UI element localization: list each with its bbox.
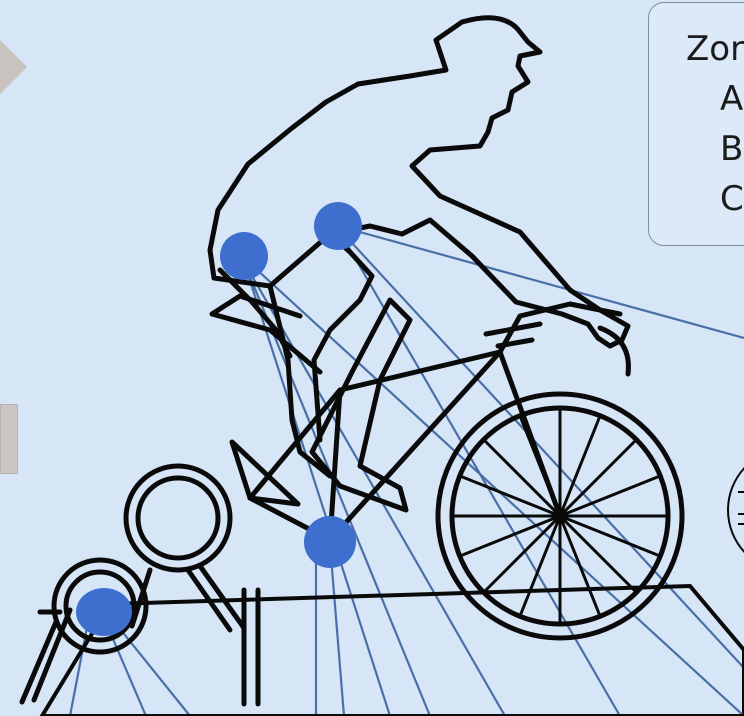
- zone-item-a: A: [720, 82, 743, 116]
- hip-marker-rear: [220, 232, 268, 280]
- trainer-frame: [22, 466, 258, 704]
- hip-marker-front: [314, 202, 362, 250]
- cyclist-silhouette: [210, 18, 628, 510]
- zone-item-b: B: [720, 132, 743, 166]
- emblem-icon: [728, 448, 744, 572]
- trainer-roller-marker: [76, 588, 132, 636]
- zone-legend-title: Zor: [686, 32, 744, 66]
- projection-rays: [70, 226, 744, 716]
- zone-item-c: C: [720, 182, 744, 216]
- crank-marker: [304, 516, 356, 568]
